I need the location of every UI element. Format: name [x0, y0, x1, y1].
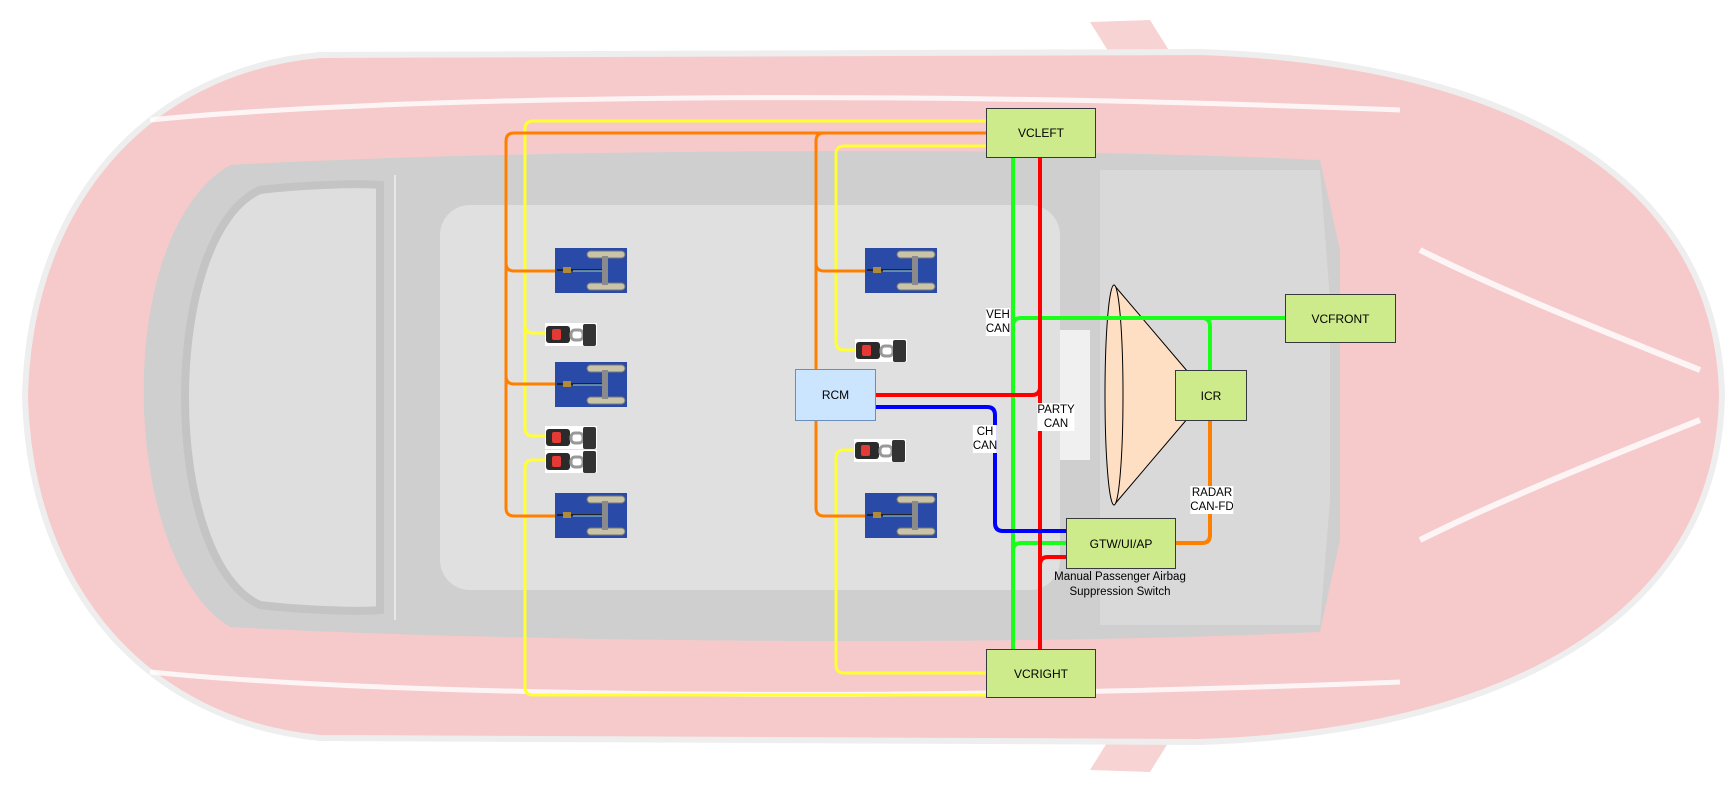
veh-can-to-gtw: [1011, 541, 1066, 552]
seat-sensor-wire-front-left-branch: [814, 262, 865, 273]
vcright-node[interactable]: VCRIGHT: [986, 649, 1096, 698]
seatbelt-buckle-icon: [545, 426, 597, 449]
veh-can-label-line1: VEH: [986, 309, 1010, 321]
seatbelt-buckle-icon: [854, 439, 906, 462]
vcfront-node[interactable]: VCFRONT: [1285, 294, 1396, 343]
party-can-label-line1: PARTY: [1037, 404, 1075, 416]
note-line1: Manual Passenger Airbag: [1054, 571, 1186, 583]
rcm-node[interactable]: RCM: [795, 369, 876, 421]
vcleft-node[interactable]: VCLEFT: [986, 108, 1096, 158]
veh-can-to-vcfront: [1011, 316, 1285, 327]
buckle-wire-rear-left: [523, 119, 986, 438]
ch-can-label: CH CAN: [972, 425, 998, 453]
seat-sensor-icon: [555, 248, 627, 293]
seat-sensor-wire-front-left: [814, 131, 825, 369]
note-line2: Suppression Switch: [1069, 586, 1171, 598]
ch-can-label-line2: CAN: [972, 440, 998, 452]
buckle-wire-front-left: [834, 144, 986, 352]
seat-sensor-icon: [865, 493, 937, 538]
buckle-wire-front-right: [834, 448, 986, 675]
ch-can-bus: [876, 405, 1066, 533]
seatbelt-buckle-icon: [545, 450, 597, 473]
seatbelt-buckle-icon: [855, 339, 907, 362]
seatbelt-buckle-icon: [545, 323, 597, 346]
seat-sensor-icon: [865, 248, 937, 293]
party-can-label-line2: CAN: [1043, 418, 1069, 430]
airbag-suppression-switch-note: Manual Passenger Airbag Suppression Swit…: [1054, 570, 1186, 600]
ch-can-label-line1: CH: [976, 426, 994, 438]
radar-can-fd-label: RADAR CAN-FD: [1190, 486, 1234, 514]
seat-sensor-icon: [555, 493, 627, 538]
radar-label-line2: CAN-FD: [1190, 501, 1234, 513]
radar-label-line1: RADAR: [1191, 487, 1233, 499]
icr-node[interactable]: ICR: [1175, 370, 1247, 421]
buckle-wire-rear-right: [523, 458, 986, 697]
seat-sensor-icon: [555, 362, 627, 407]
seat-sensor-wire-rear: [504, 131, 986, 518]
party-can-label: PARTY CAN: [1037, 403, 1075, 431]
veh-can-label-line2: CAN: [985, 323, 1011, 335]
seat-sensor-wire-rear-1: [504, 262, 555, 273]
gtw-ui-ap-node[interactable]: GTW/UI/AP: [1066, 518, 1176, 569]
party-can-to-gtw: [1038, 555, 1066, 566]
party-can-to-rcm: [876, 386, 1042, 397]
radar-can-fd-bus: [1175, 420, 1212, 545]
veh-can-to-icr: [1201, 316, 1212, 370]
veh-can-label: VEH CAN: [985, 308, 1011, 336]
buckle-wire-rear-branch: [523, 324, 545, 335]
seat-sensor-wire-front-right: [814, 421, 865, 518]
seat-sensor-wire-rear-2: [504, 375, 555, 386]
